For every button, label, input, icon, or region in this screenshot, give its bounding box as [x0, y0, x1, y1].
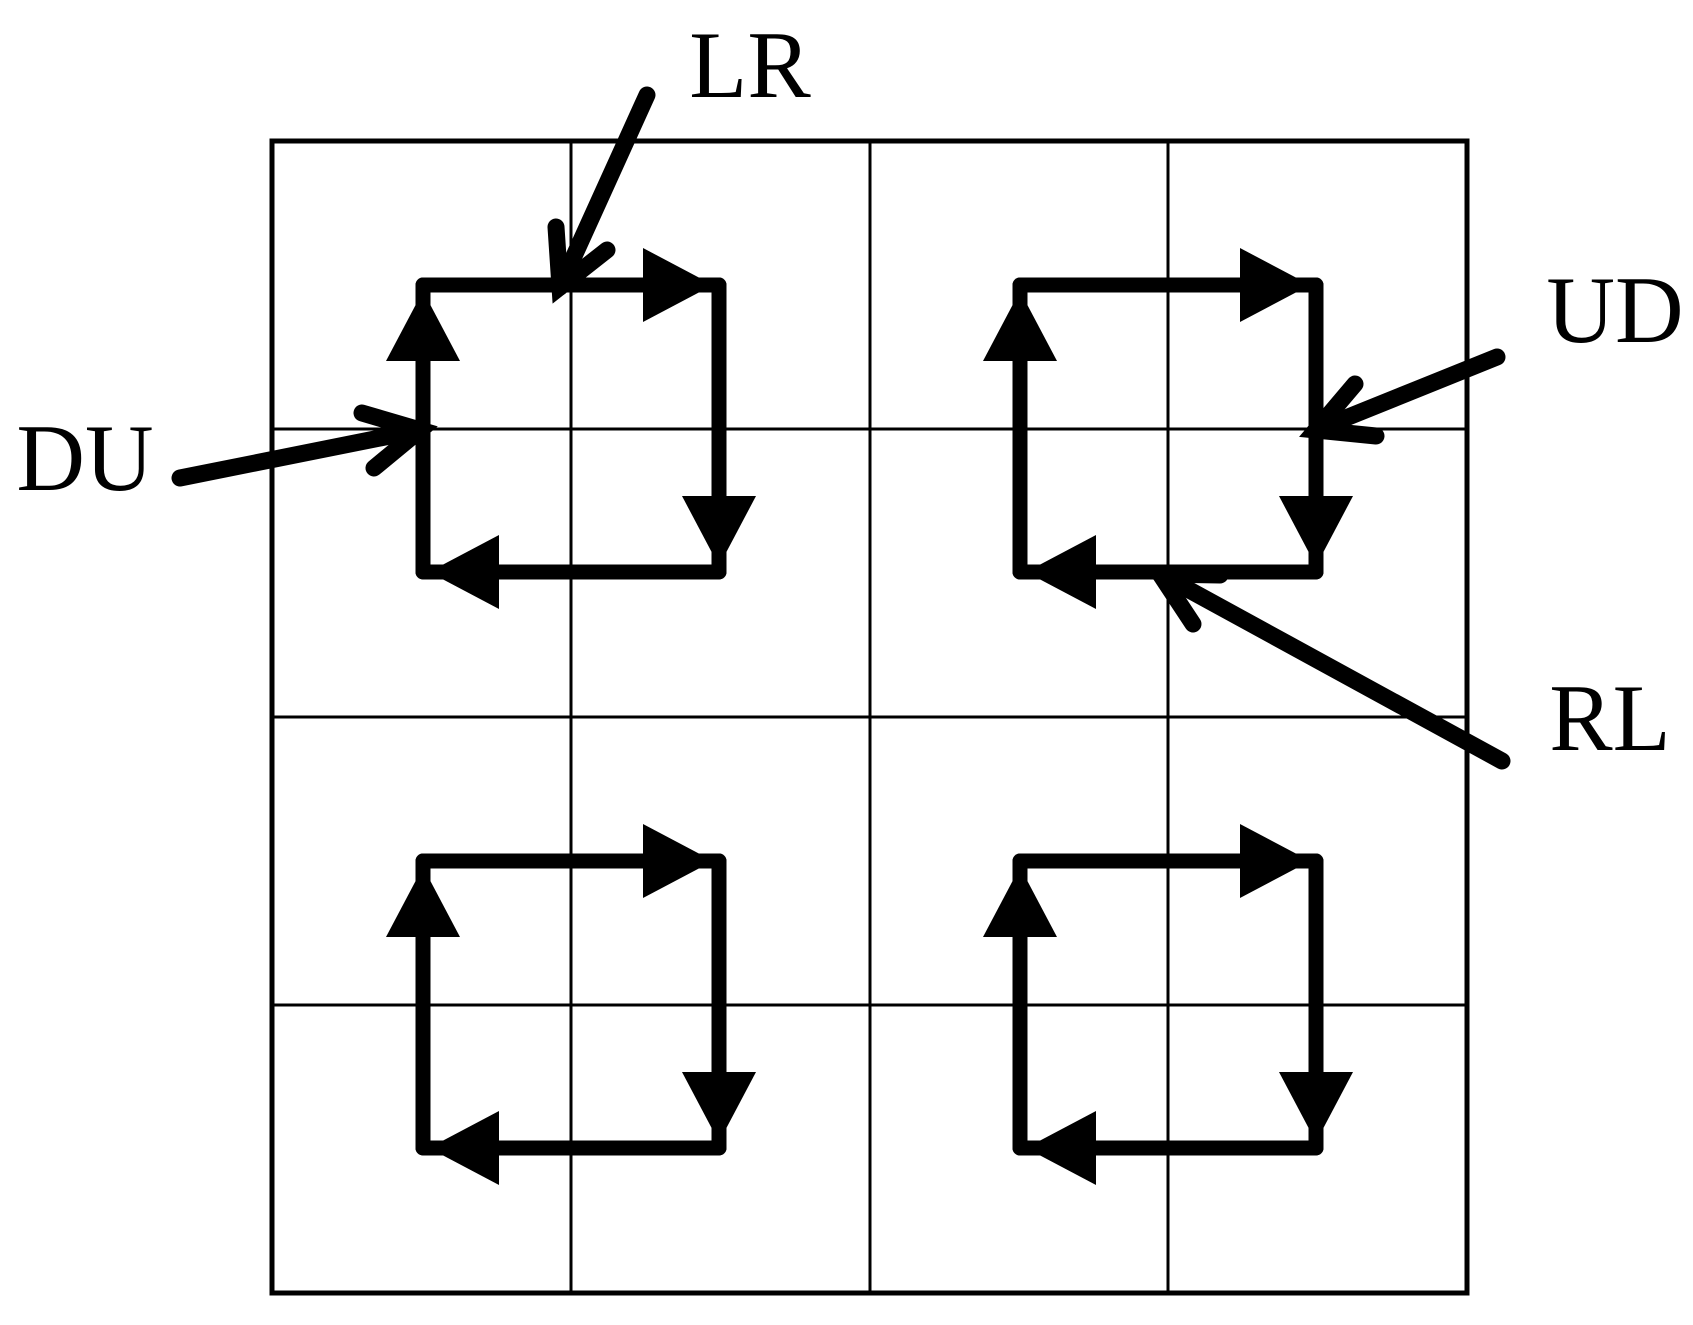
- down-arrowhead-icon: [682, 1072, 756, 1142]
- left-arrowhead-icon: [1026, 1111, 1096, 1185]
- arrow-up-to-down: [682, 277, 756, 580]
- label-lr: LR: [689, 12, 811, 118]
- annotation-ud: UD: [1299, 257, 1684, 445]
- up-arrowhead-icon: [386, 867, 460, 937]
- right-arrowhead-icon: [643, 248, 713, 322]
- up-arrowhead-icon: [386, 291, 460, 361]
- label-du: DU: [16, 405, 153, 511]
- open-arrowhead-icon: [547, 218, 616, 304]
- open-arrowhead-icon: [1299, 375, 1385, 445]
- left-arrowhead-icon: [429, 1111, 499, 1185]
- grid: [269, 138, 1470, 1296]
- up-arrowhead-icon: [983, 291, 1057, 361]
- open-arrowhead-icon: [353, 404, 438, 477]
- down-arrowhead-icon: [1279, 1072, 1353, 1142]
- arrow-down-to-up: [983, 277, 1057, 580]
- up-arrowhead-icon: [983, 867, 1057, 937]
- leader-line: [171, 421, 429, 487]
- right-arrowhead-icon: [1240, 824, 1310, 898]
- scan-loop-bottom-right: [983, 824, 1353, 1185]
- label-rl: RL: [1549, 665, 1670, 771]
- left-arrowhead-icon: [1026, 535, 1096, 609]
- down-arrowhead-icon: [1279, 496, 1353, 566]
- arrow-left-to-right: [415, 824, 727, 898]
- arrow-left-to-right: [1012, 248, 1324, 322]
- arrow-up-to-down: [682, 853, 756, 1156]
- arrow-down-to-up: [386, 853, 460, 1156]
- right-arrowhead-icon: [1240, 248, 1310, 322]
- leader-line: [1151, 565, 1511, 770]
- arrow-up-to-down: [1279, 853, 1353, 1156]
- scan-loop-bottom-left: [386, 824, 756, 1185]
- arrow-right-to-left: [1012, 1111, 1324, 1185]
- annotation-du: DU: [16, 404, 438, 511]
- annotation-rl: RL: [1144, 565, 1671, 771]
- leader-line: [551, 86, 656, 296]
- arrow-right-to-left: [415, 535, 727, 609]
- left-arrowhead-icon: [429, 535, 499, 609]
- label-ud: UD: [1546, 257, 1683, 363]
- down-arrowhead-icon: [682, 496, 756, 566]
- arrow-left-to-right: [1012, 824, 1324, 898]
- open-arrowhead-icon: [1144, 565, 1229, 633]
- leader-line: [1307, 348, 1506, 439]
- annotation-lr: LR: [547, 12, 811, 304]
- arrow-down-to-up: [983, 853, 1057, 1156]
- right-arrowhead-icon: [643, 824, 713, 898]
- arrow-right-to-left: [415, 1111, 727, 1185]
